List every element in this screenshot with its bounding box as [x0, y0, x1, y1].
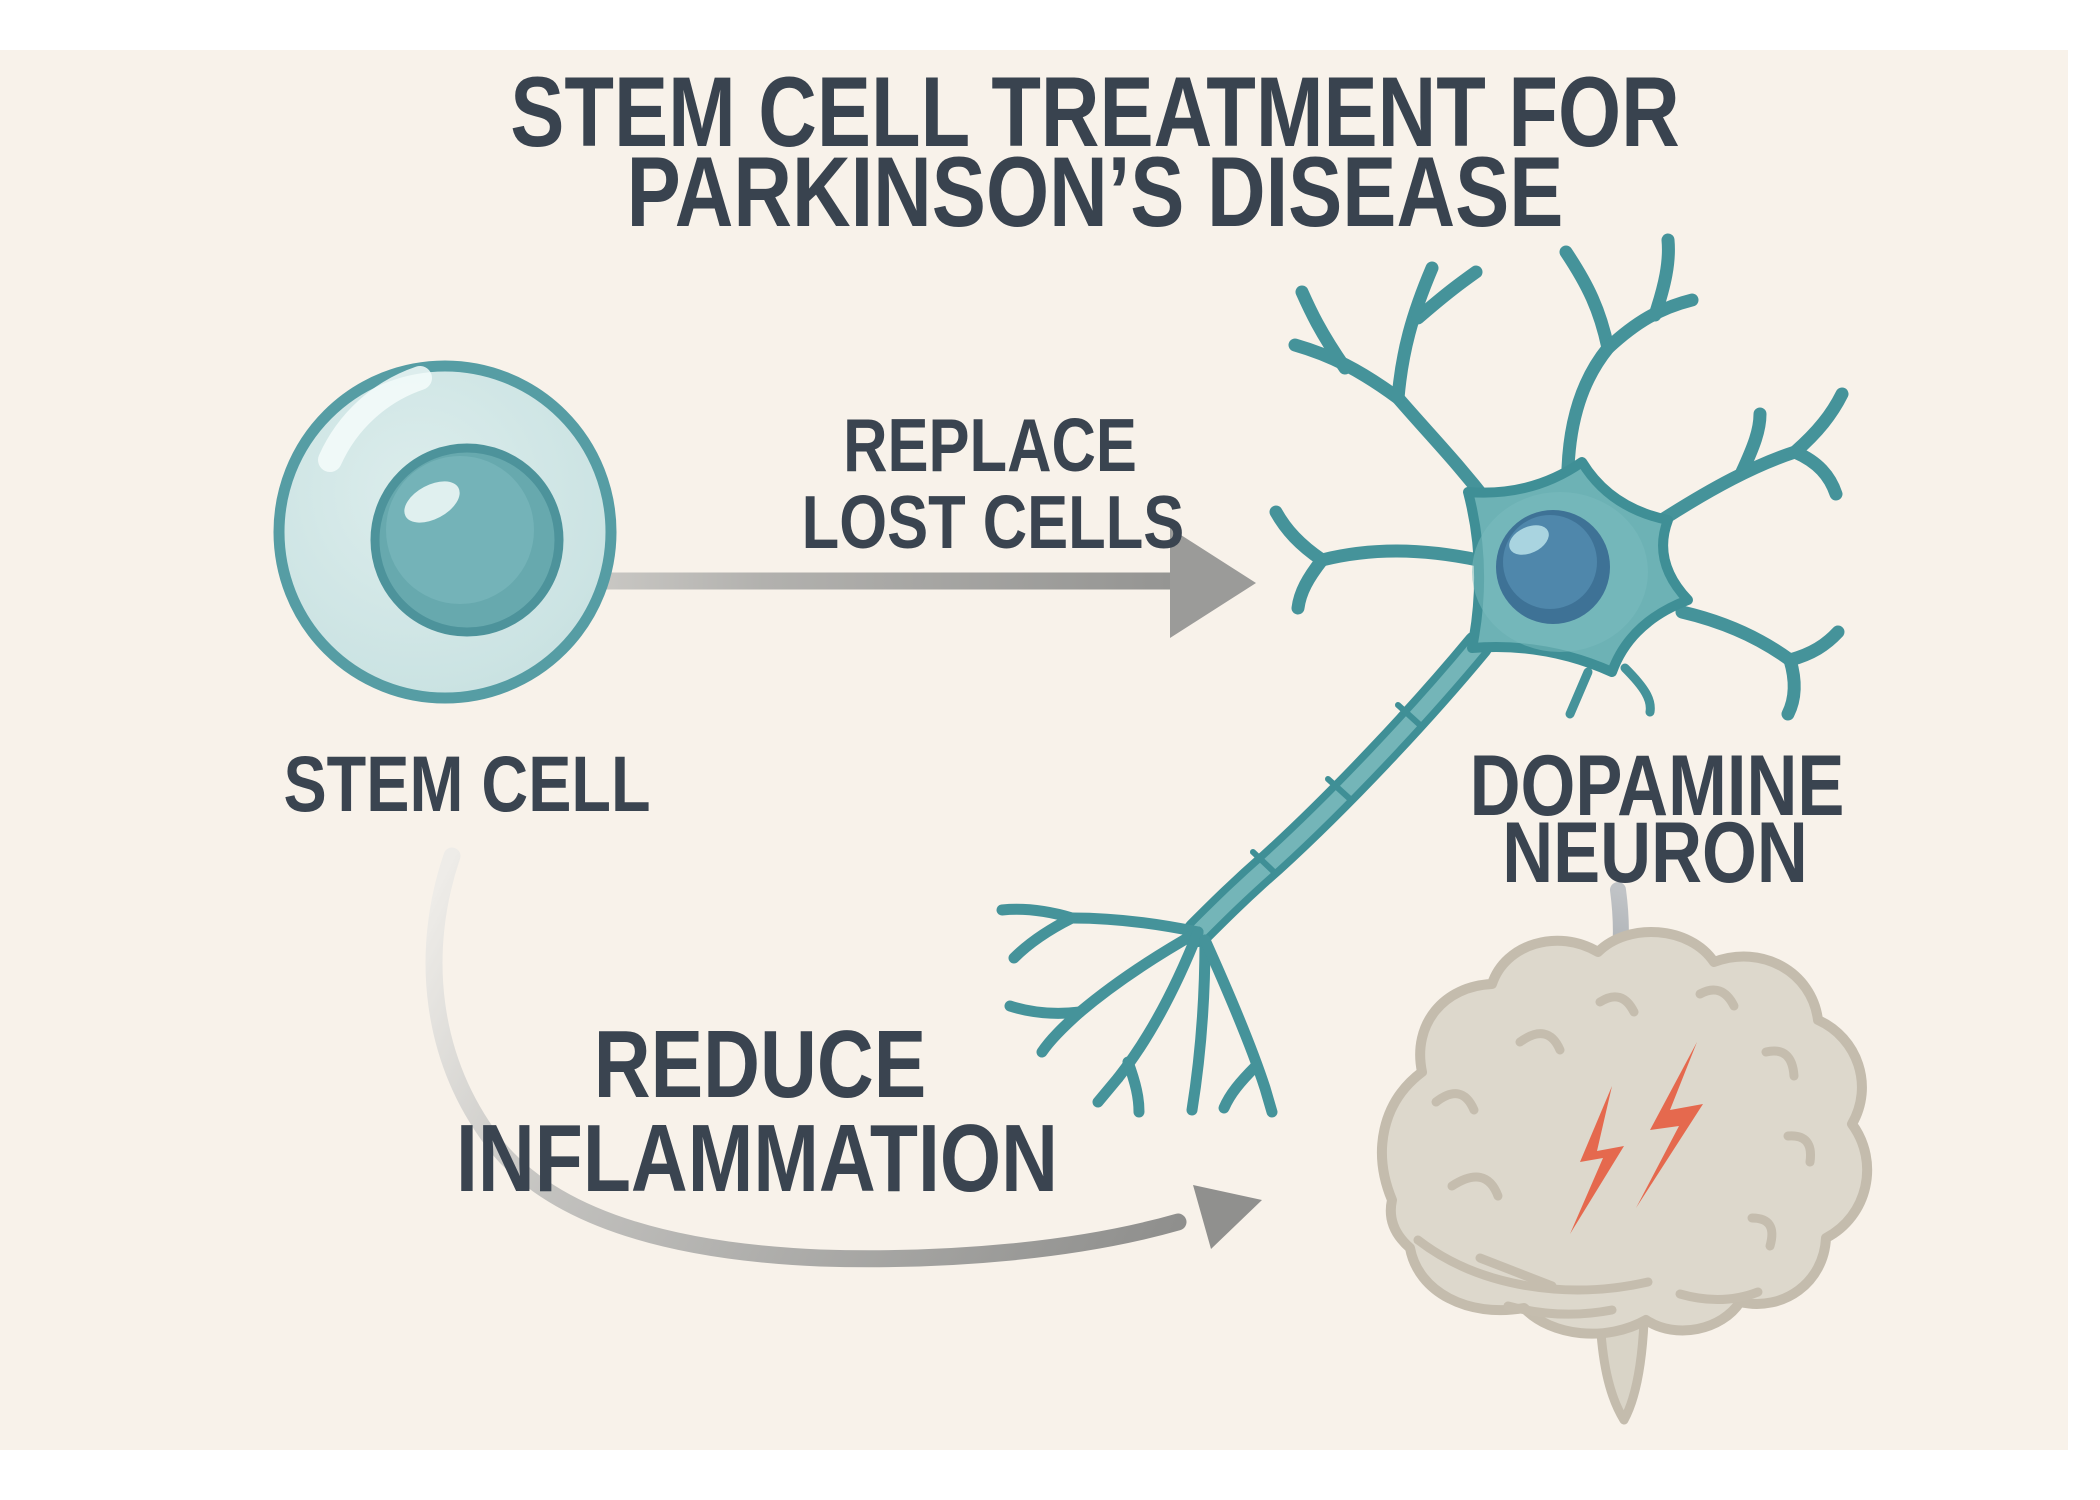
inflammation-bolt-icon — [1570, 1042, 1703, 1234]
page-title-line1: STEM CELL TREATMENT FOR — [510, 56, 1680, 167]
inflamed-brain-icon — [1377, 926, 1873, 1425]
replace-lost-cells-label-line2: LOST CELLS — [801, 480, 1185, 564]
reduce-inflammation-label-line1: REDUCE — [593, 1011, 927, 1118]
dopamine-neuron-icon — [996, 233, 1849, 1118]
replace-lost-cells-label-line1: REPLACE — [843, 403, 1137, 487]
stem-cell-label: STEM CELL — [283, 739, 651, 828]
stem-cell-icon — [273, 360, 617, 704]
curved-arrow-icon — [425, 847, 1262, 1268]
page-title-line2: PARKINSON’S DISEASE — [626, 136, 1564, 247]
reduce-inflammation-label-line2: INFLAMMATION — [456, 1105, 1058, 1212]
right-arrow-icon — [538, 528, 1256, 638]
dopamine-neuron-label-line1: DOPAMINE — [1469, 738, 1845, 834]
dopamine-neuron-label-line2: NEURON — [1502, 805, 1808, 901]
